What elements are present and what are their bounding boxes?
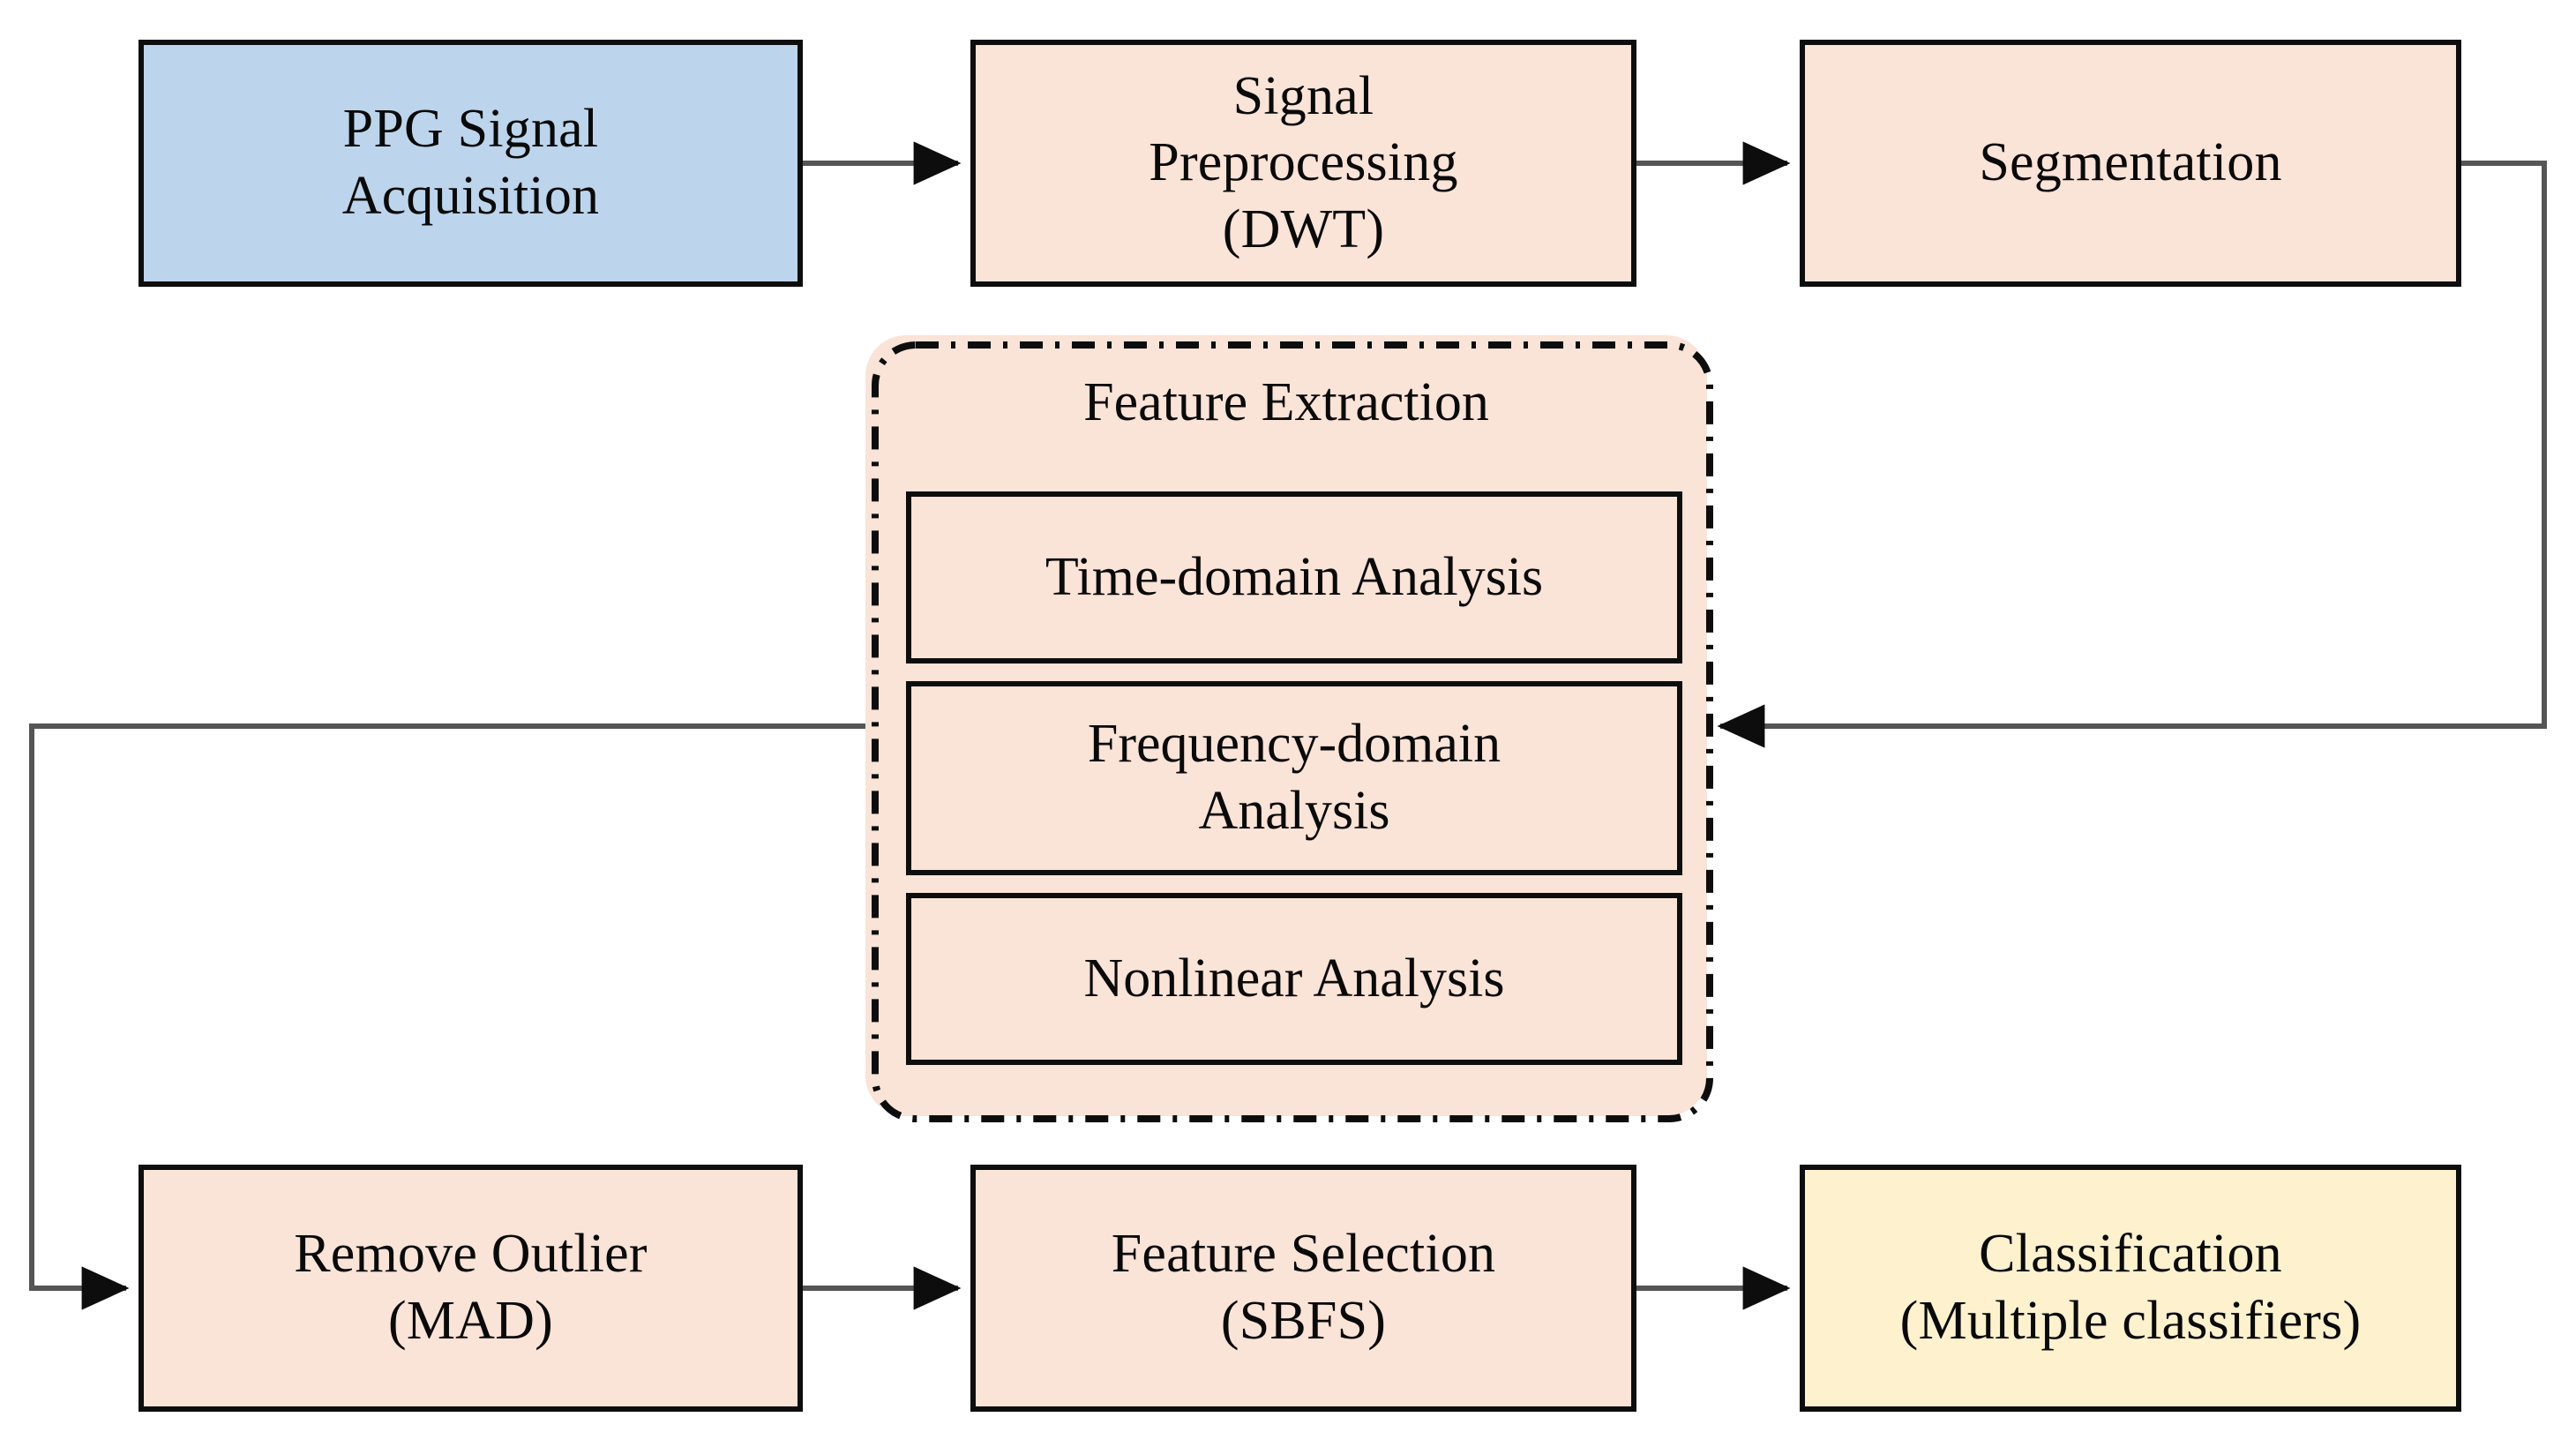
node-signal-preprocessing[interactable]: Signal Preprocessing (DWT): [970, 40, 1636, 287]
node-classification[interactable]: Classification (Multiple classifiers): [1800, 1165, 2461, 1412]
node-remove-outlier[interactable]: Remove Outlier (MAD): [139, 1165, 803, 1412]
node-time-domain-analysis[interactable]: Time-domain Analysis: [906, 491, 1682, 664]
node-feature-selection[interactable]: Feature Selection (SBFS): [970, 1165, 1636, 1412]
node-nonlinear-analysis[interactable]: Nonlinear Analysis: [906, 893, 1682, 1065]
node-frequency-domain-analysis[interactable]: Frequency-domain Analysis: [906, 681, 1682, 875]
group-feature-extraction-title: Feature Extraction: [1083, 372, 1489, 432]
group-feature-extraction[interactable]: Feature Extraction Time-domain Analysis …: [865, 335, 1713, 1122]
node-ppg-signal-acquisition[interactable]: PPG Signal Acquisition: [139, 40, 803, 287]
node-segmentation[interactable]: Segmentation: [1800, 40, 2461, 287]
